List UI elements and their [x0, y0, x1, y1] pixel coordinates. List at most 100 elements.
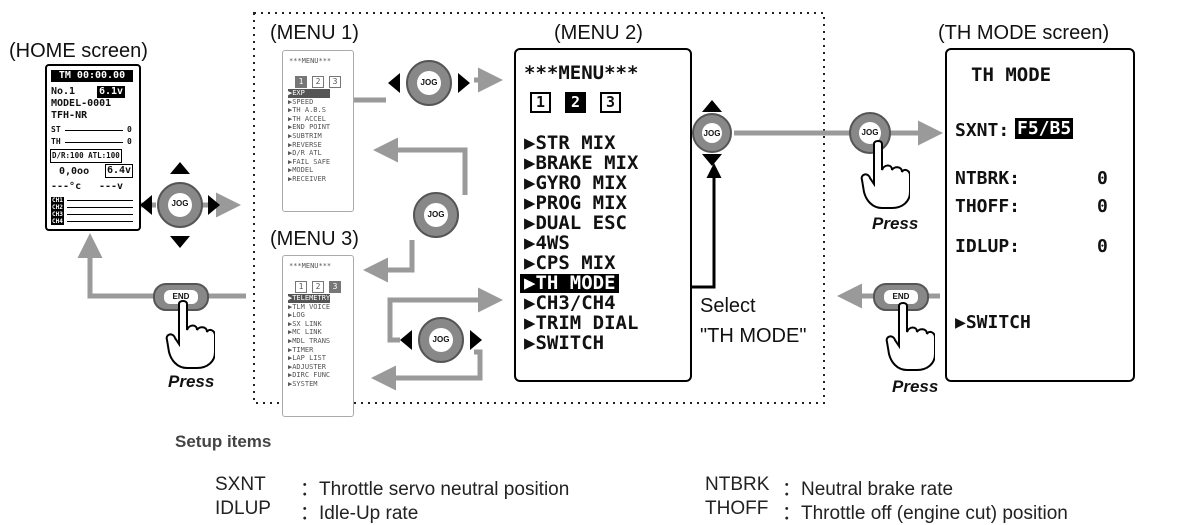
home-model-name: MODEL-0001	[51, 98, 112, 109]
menu2-item[interactable]: ▶STR MIX	[524, 132, 616, 154]
home-st-label: ST	[51, 125, 61, 134]
setup-heading: Setup items	[175, 432, 272, 451]
th-bar	[65, 142, 123, 143]
menu3-item[interactable]: ▶DIRC FUNC	[288, 371, 331, 380]
jog-menu3-label: JOG	[432, 335, 450, 344]
menu3-item[interactable]: ▶LAP LIST	[288, 354, 326, 363]
menu1-page-2: 2	[312, 76, 324, 88]
switch-item[interactable]: ▶SWITCH	[955, 312, 1031, 333]
menu3-item[interactable]: ▶LOG	[288, 311, 305, 320]
menu3-items: ▶TELEMETRY▶TLM VOICE▶LOG▶SX LINK▶MC LINK…	[288, 294, 331, 389]
thoff-value[interactable]: 0	[1097, 196, 1108, 217]
st-bar	[65, 130, 123, 131]
jog-right-arrow	[458, 73, 470, 93]
setup-key: IDLUP	[215, 498, 271, 519]
menu2-item[interactable]: ▶TH MODE	[520, 274, 619, 293]
jog-dial-home[interactable]	[138, 160, 222, 250]
menu2-item[interactable]: ▶DUAL ESC	[524, 212, 627, 234]
menu1-item[interactable]: ▶D/R ATL	[288, 149, 322, 158]
channel-label: CH4	[51, 218, 64, 225]
ntbrk-value[interactable]: 0	[1097, 168, 1108, 189]
menu2-header: ***MENU***	[524, 62, 639, 84]
menu1-page-1: 1	[295, 76, 307, 88]
jog-dial-menu3-up[interactable]	[408, 190, 464, 240]
menu3-page-1: 1	[295, 281, 307, 293]
jog-left-arrow	[140, 195, 152, 215]
menu3-item[interactable]: ▶SYSTEM	[288, 379, 318, 388]
menu2-item[interactable]: ▶CH3/CH4	[524, 292, 616, 314]
jog-home-label: JOG	[171, 199, 189, 208]
menu1-item[interactable]: ▶RECEIVER	[288, 174, 326, 183]
channel-row: CH4	[51, 218, 133, 225]
menu2-item[interactable]: ▶CPS MIX	[524, 252, 616, 274]
jog-up-arrow	[170, 162, 190, 174]
hand-press-icon	[885, 302, 935, 371]
jog-knob-center	[429, 328, 453, 352]
setup-desc: ：Throttle off (engine cut) position	[782, 503, 1068, 524]
press-label-right: Press	[892, 377, 939, 396]
menu3-item[interactable]: ▶MDL TRANS	[288, 336, 331, 345]
home-th-value: 0	[127, 137, 132, 146]
menu1-item[interactable]: ▶END POINT	[288, 123, 331, 132]
menu2-item[interactable]: ▶4WS	[524, 232, 570, 254]
menu1-item[interactable]: ▶MODEL	[288, 166, 314, 175]
menu3-item[interactable]: ▶ADJUSTER	[288, 362, 326, 371]
menu3-header: ***MENU***	[289, 262, 332, 270]
hand-press-icon	[165, 300, 215, 369]
ntbrk-label: NTBRK:	[955, 168, 1021, 189]
menu2-item[interactable]: ▶BRAKE MIX	[524, 152, 639, 174]
menu1-item[interactable]: ▶REVERSE	[288, 140, 322, 149]
idlup-value[interactable]: 0	[1097, 236, 1108, 257]
jog-dial-menu1[interactable]	[384, 58, 474, 108]
end-left-label: END	[172, 292, 190, 301]
menu2-item[interactable]: ▶GYRO MIX	[524, 172, 627, 194]
menu2-item[interactable]: ▶SWITCH	[524, 332, 605, 354]
jog-thmode-label: JOG	[861, 128, 879, 137]
menu2-page-2: 2	[565, 92, 586, 113]
arrow-to-menu1	[373, 137, 468, 195]
jog-down-arrow	[170, 236, 190, 248]
menu3-title: (MENU 3)	[270, 228, 359, 250]
jog-menu2-label: JOG	[703, 129, 721, 138]
menu2-page-1: 1	[530, 92, 551, 113]
home-dr-atl: D/R:100 ATL:100	[50, 149, 122, 163]
menu-group-frame	[253, 12, 825, 404]
menu1-item[interactable]: ▶TH A.B.S	[288, 106, 326, 115]
sxnt-value[interactable]: F5/B5	[1015, 118, 1074, 139]
menu2-items: ▶STR MIX▶BRAKE MIX▶GYRO MIX▶PROG MIX▶DUA…	[520, 134, 688, 354]
menu1-item[interactable]: ▶EXP	[288, 89, 331, 98]
setup-key: THOFF	[705, 498, 769, 519]
home-st-value: 0	[127, 125, 132, 134]
jog-knob-center	[702, 123, 722, 143]
menu2-item[interactable]: ▶TRIM DIAL	[524, 312, 639, 334]
setup-desc: ：Throttle servo neutral position	[300, 479, 570, 500]
home-value-b: 6.4v	[105, 164, 134, 178]
jog-dial-menu3[interactable]	[396, 315, 486, 365]
menu1-item[interactable]: ▶TH ACCEL	[288, 114, 326, 123]
menu1-item[interactable]: ▶SUBTRIM	[288, 131, 322, 140]
menu3-item[interactable]: ▶TLM VOICE	[288, 302, 331, 311]
jog-knob-center	[417, 71, 441, 95]
sxnt-label: SXNT:	[955, 120, 1010, 141]
menu1-item[interactable]: ▶FAIL SAFE	[288, 157, 331, 166]
setup-desc: ：Idle-Up rate	[300, 503, 419, 524]
home-temp: ---°c	[51, 181, 82, 192]
menu1-item[interactable]: ▶SPEED	[288, 97, 314, 106]
jog-dial-menu2[interactable]	[690, 98, 734, 168]
channel-row: CH1	[51, 197, 133, 204]
menu3-item[interactable]: ▶TELEMETRY	[288, 294, 331, 303]
channel-bar	[66, 200, 133, 201]
menu2-item[interactable]: ▶PROG MIX	[524, 192, 627, 214]
menu3-item[interactable]: ▶MC LINK	[288, 328, 322, 337]
channel-row: CH2	[51, 204, 133, 211]
jog-right-arrow	[470, 330, 482, 350]
jog-down-arrow	[702, 154, 722, 166]
menu2-page-3: 3	[600, 92, 621, 113]
menu3-item[interactable]: ▶SX LINK	[288, 319, 322, 328]
menu3-item[interactable]: ▶TIMER	[288, 345, 314, 354]
